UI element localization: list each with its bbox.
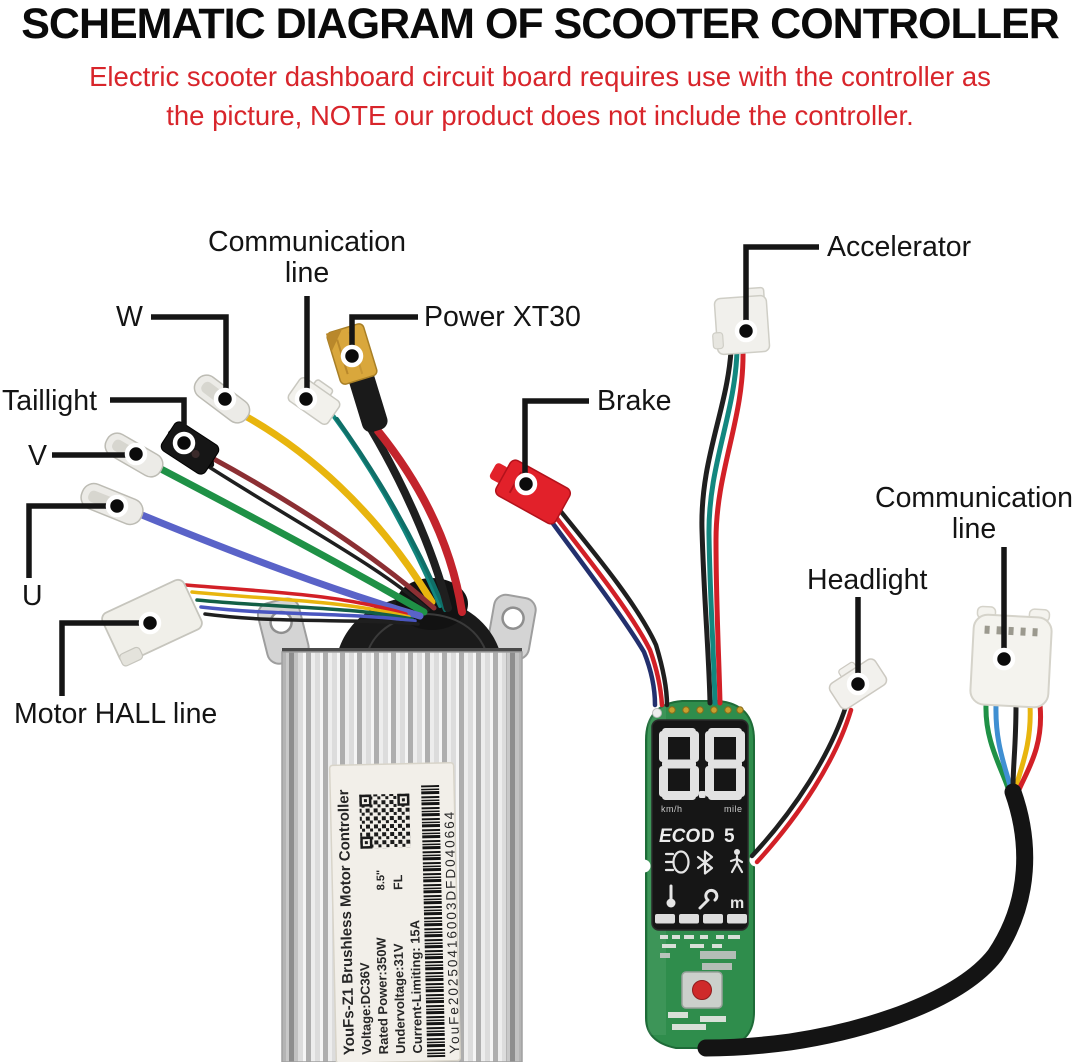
comm-right-wires bbox=[983, 702, 1044, 795]
body-outline bbox=[281, 651, 523, 1062]
sticker-current-limiting: Current-Limiting: 15A bbox=[407, 919, 425, 1054]
sticker-voltage: Voltage:DC36V bbox=[357, 962, 374, 1055]
dot-headlight bbox=[846, 672, 870, 696]
callout-dots bbox=[105, 319, 1016, 696]
motor-hall-wires bbox=[184, 583, 420, 626]
right-wires bbox=[543, 348, 1044, 1057]
communication-cable-sheath bbox=[697, 783, 1034, 1057]
display-unit-left: km/h bbox=[661, 804, 683, 814]
dashboard-pcb: km/h mile ECO D 5 m bbox=[637, 700, 763, 1058]
dot-power-xt30 bbox=[340, 344, 364, 368]
accelerator-wire-black bbox=[699, 348, 734, 706]
display-gear: D bbox=[701, 826, 715, 847]
sticker-wheel-size: 8.5" bbox=[375, 870, 387, 891]
qr-finder-marks bbox=[359, 793, 410, 849]
power-button bbox=[681, 971, 723, 1009]
motor-controller: YouFs-Z1 Brushless Motor Controller Volt… bbox=[256, 578, 537, 1062]
pedestrian-icon bbox=[729, 849, 744, 874]
hall-wire-blue bbox=[199, 605, 417, 623]
dot-motor-hall bbox=[138, 611, 162, 635]
hall-wire-darkgreen bbox=[195, 598, 414, 621]
dot-u bbox=[105, 494, 129, 518]
body-shade-right bbox=[506, 652, 522, 1062]
display-mode: ECO bbox=[659, 826, 700, 847]
comm-wire-yellow bbox=[1012, 702, 1033, 793]
display-level: 5 bbox=[724, 826, 735, 847]
barcode bbox=[421, 784, 446, 1058]
display-unit-right: mile bbox=[724, 804, 743, 814]
callout-line-taillight bbox=[110, 397, 187, 435]
callout-line-w bbox=[151, 314, 229, 390]
comm-wire-green bbox=[983, 702, 1011, 791]
accelerator-wire-red bbox=[713, 348, 746, 706]
controller-sticker: YouFs-Z1 Brushless Motor Controller Volt… bbox=[328, 761, 463, 1062]
wire-motor-v-green bbox=[157, 465, 428, 616]
brake-wire-navy bbox=[543, 511, 658, 708]
dot-brake bbox=[514, 472, 538, 496]
controller-wires bbox=[138, 412, 466, 626]
wire-motor-u-blue bbox=[138, 511, 424, 620]
display-speed-digits bbox=[659, 728, 745, 800]
hall-wire-red bbox=[184, 583, 408, 616]
bluetooth-icon bbox=[696, 850, 714, 875]
connector-pin-marks bbox=[984, 625, 1038, 637]
callout-line-motor-hall bbox=[59, 620, 141, 696]
sticker-rated-power: Rated Power:350W bbox=[373, 936, 391, 1054]
wire-comm-teal-2 bbox=[335, 417, 447, 612]
sticker-serial: YouFe20250416003DFD040664 bbox=[442, 810, 463, 1054]
callout-line-accelerator bbox=[743, 244, 819, 322]
pcb-cutout-left bbox=[637, 859, 651, 873]
hall-wire-yellow bbox=[190, 590, 411, 619]
brake-wire-red bbox=[549, 509, 665, 708]
sticker-code: FL bbox=[391, 874, 405, 890]
wire-xt30-red bbox=[374, 427, 466, 616]
callout-line-brake bbox=[522, 398, 589, 475]
mounting-ear-right bbox=[486, 593, 537, 661]
battery-bars bbox=[655, 914, 747, 924]
sticker-undervoltage: Undervoltage:31V bbox=[391, 943, 409, 1054]
headlight-wire-black bbox=[749, 703, 849, 859]
comm-wire-blue bbox=[993, 702, 1014, 793]
comm-wire-red bbox=[1015, 702, 1044, 795]
thermometer-icon bbox=[666, 884, 676, 908]
accelerator-connector bbox=[712, 286, 771, 356]
xt30-black-sleeve bbox=[348, 367, 388, 433]
dot-taillight bbox=[172, 431, 196, 455]
wire-motor-w-yellow bbox=[243, 413, 436, 606]
qr-code bbox=[359, 793, 411, 849]
cruise-m-icon: m bbox=[730, 895, 744, 912]
callout-line-power-xt30 bbox=[349, 314, 418, 348]
grommet-ridge bbox=[365, 612, 489, 659]
accelerator-wire-teal bbox=[706, 348, 740, 706]
wrench-icon bbox=[698, 888, 719, 910]
solder-pads bbox=[668, 706, 744, 714]
dot-w bbox=[213, 387, 237, 411]
headlight-icon bbox=[664, 850, 690, 874]
wire-xt30-black bbox=[367, 425, 452, 612]
body-shade-left bbox=[282, 652, 298, 1062]
pcb-silkscreen bbox=[660, 935, 740, 1030]
dot-communication-left bbox=[294, 387, 318, 411]
callout-lines bbox=[26, 244, 1007, 696]
display-decimal-point bbox=[699, 791, 706, 798]
headlight-wire-red bbox=[754, 707, 854, 865]
dot-v bbox=[124, 442, 148, 466]
brake-wire-black bbox=[555, 505, 670, 708]
display-screen bbox=[651, 719, 749, 931]
comm-wire-black bbox=[1010, 702, 1019, 791]
dot-accelerator bbox=[734, 319, 758, 343]
wire-taillight-black bbox=[204, 463, 430, 612]
pcb-screw-hole bbox=[652, 708, 662, 718]
sticker-product-name: YouFs-Z1 Brushless Motor Controller bbox=[335, 789, 358, 1055]
dot-communication-right bbox=[992, 647, 1016, 671]
callout-line-u bbox=[26, 503, 108, 578]
wire-taillight-maroon bbox=[209, 455, 437, 611]
hall-wire-black bbox=[203, 612, 420, 626]
